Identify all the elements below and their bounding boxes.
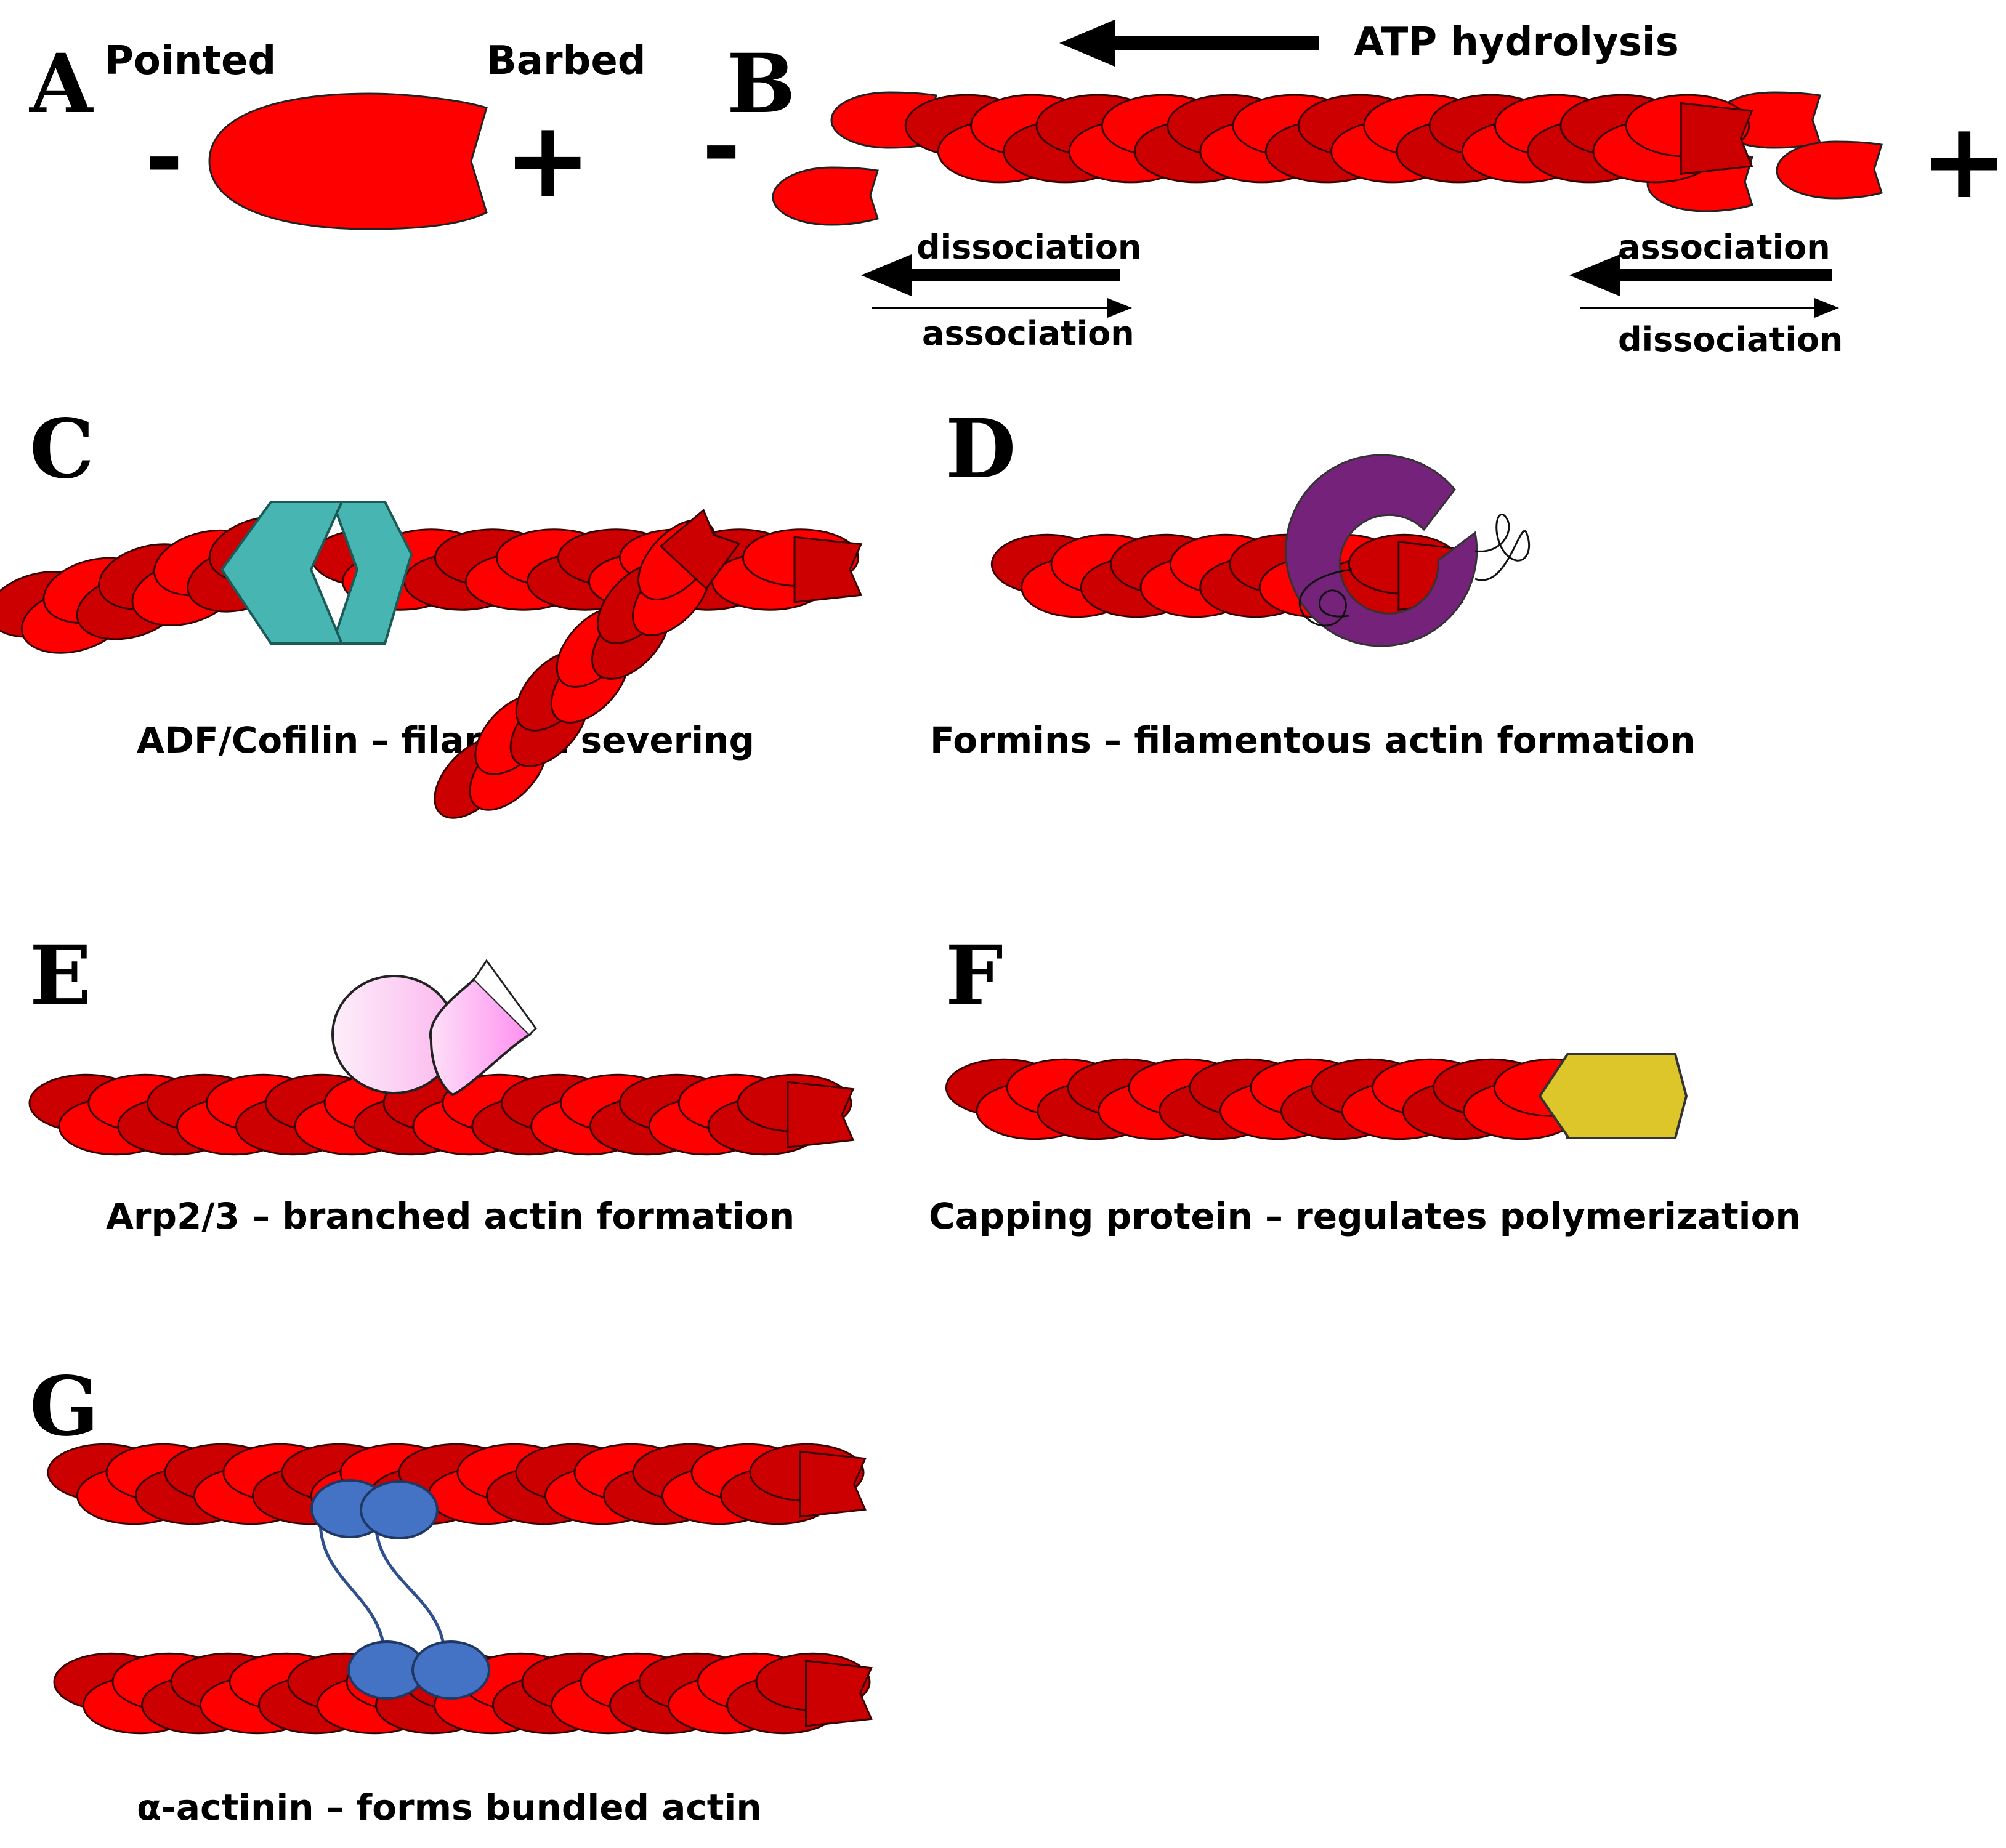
- formin-fh1-tail-left: [1298, 568, 1353, 627]
- filament-f: [945, 1058, 1611, 1140]
- formin-fh1-tail-right: [1474, 513, 1531, 581]
- caption-d: Formins – filamentous actin formation: [930, 719, 1696, 761]
- barbed-end-rate-arrows: association dissociation: [1569, 228, 1843, 359]
- panel-g: G α-actinin – forms bundled actin: [30, 1359, 873, 1828]
- filament-d: [990, 533, 1464, 618]
- filament-e-mother-barbed-tip: [787, 1081, 855, 1148]
- panel-c: C ADF/Cofilin – filament severing: [0, 401, 863, 761]
- filament-b-barbed-tip: [1680, 102, 1753, 176]
- panel-c-letter: C: [30, 401, 94, 497]
- panel-b-letter: B: [727, 36, 796, 132]
- panel-f-letter: F: [945, 928, 1003, 1023]
- cofilin-protein: [220, 501, 413, 645]
- capping-protein: [1538, 1053, 1688, 1139]
- panel-d: D Formins – filamentous actin formation: [930, 401, 1696, 761]
- panel-d-letter: D: [945, 401, 1016, 497]
- actin-monomer: [208, 92, 488, 230]
- caption-f: Capping protein – regulates polymerizati…: [929, 1195, 1801, 1237]
- panel-b-plus-sign: +: [1920, 100, 2006, 222]
- panel-f: F Capping protein – regulates polymeriza…: [929, 928, 1801, 1237]
- panel-e-letter: E: [30, 928, 92, 1023]
- filament-e-branch-barbed-tip: [659, 509, 741, 591]
- cofilin-back: [331, 501, 413, 645]
- pointed-end-rate-arrows: dissociation association: [861, 228, 1141, 353]
- atp-hydrolysis-label: ATP hydrolysis: [1354, 20, 1679, 65]
- pointed-dissociation-label: dissociation: [916, 228, 1141, 267]
- filament-g-top-barbed-tip: [799, 1450, 867, 1518]
- pointed-association-label: association: [922, 314, 1134, 353]
- barbed-dissociation-label: dissociation: [1618, 320, 1843, 359]
- panel-a: A Pointed Barbed - +: [28, 36, 646, 230]
- actinin-head-2: [360, 1480, 439, 1539]
- filament-b: [904, 94, 1753, 184]
- actinin-head-4: [411, 1640, 490, 1700]
- filament-g-top: [47, 1443, 867, 1525]
- panel-a-plus-sign: +: [504, 99, 591, 221]
- free-monomer-2: [772, 166, 879, 226]
- filament-e-branch: [434, 509, 741, 819]
- panel-a-letter: A: [28, 36, 94, 132]
- formin-protein: [1285, 454, 1531, 647]
- filament-e-mother: [28, 1073, 855, 1156]
- cofilin-front: [220, 501, 344, 645]
- panel-e: E Arp2/3 – branched actin formation: [28, 509, 855, 1237]
- caption-c: ADF/Cofilin – filament severing: [137, 719, 754, 761]
- barbed-association-label: association: [1618, 228, 1830, 267]
- caption-g: α-actinin – forms bundled actin: [137, 1786, 762, 1828]
- pointed-end-label: Pointed: [105, 38, 276, 84]
- panel-b-minus-sign: -: [702, 94, 740, 201]
- panel-a-minus-sign: -: [145, 105, 183, 212]
- arp3-subunit-outline: [473, 959, 537, 1036]
- actinin-rod-1: [318, 1520, 387, 1657]
- panel-g-letter: G: [30, 1359, 99, 1455]
- alpha-actinin-dimer: [310, 1479, 490, 1700]
- panel-b: B ATP hydrolysis - + dissociation associ…: [702, 20, 2006, 359]
- filament-g-bottom-barbed-tip: [805, 1660, 873, 1727]
- formin-ring: [1285, 454, 1478, 647]
- actinin-rod-2: [374, 1520, 447, 1657]
- free-monomer-5: [1776, 140, 1883, 200]
- filament-c-right-fragment-barbed-tip: [793, 536, 863, 603]
- barbed-end-label: Barbed: [487, 38, 646, 84]
- arp3-subunit: [429, 977, 532, 1097]
- arp23-complex: [331, 959, 537, 1097]
- atp-hydrolysis-arrow: [1059, 20, 1319, 67]
- caption-e: Arp2/3 – branched actin formation: [106, 1195, 795, 1237]
